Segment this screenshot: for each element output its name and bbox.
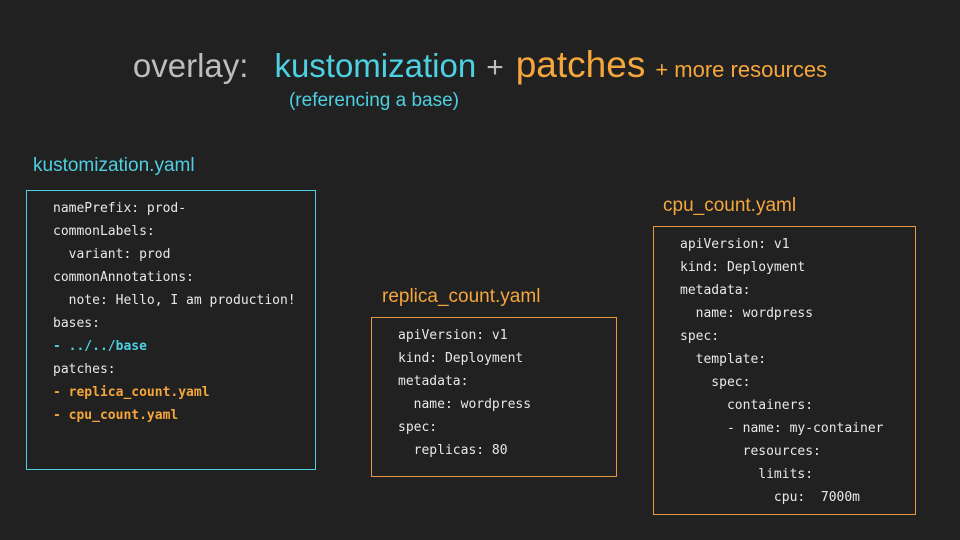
- code-line: template:: [680, 352, 767, 367]
- code-line-cpu-ref: - cpu_count.yaml: [53, 408, 179, 423]
- slide-title: overlay: kustomization + patches + more …: [0, 44, 960, 86]
- code-line: note: Hello, I am production!: [53, 293, 296, 308]
- code-line: kind: Deployment: [680, 260, 806, 275]
- code-line: name: wordpress: [398, 397, 532, 412]
- title-overlay: overlay:: [132, 47, 249, 84]
- code-line: cpu: 7000m: [680, 490, 861, 505]
- code-line: apiVersion: v1: [398, 328, 508, 343]
- code-line: metadata:: [680, 283, 751, 298]
- code-line: commonAnnotations:: [53, 270, 194, 285]
- title-more-resources: + more resources: [655, 57, 828, 82]
- code-line: commonLabels:: [53, 224, 155, 239]
- code-line: resources:: [680, 444, 821, 459]
- code-box-kustomization: namePrefix: prod- commonLabels: variant:…: [26, 190, 316, 470]
- code-line: kind: Deployment: [398, 351, 524, 366]
- title-subtitle: (referencing a base): [288, 90, 460, 111]
- code-line: name: wordpress: [680, 306, 814, 321]
- code-line: limits:: [680, 467, 814, 482]
- title-plus: +: [486, 51, 504, 84]
- title-patches: patches: [515, 44, 646, 85]
- code-line-replica-ref: - replica_count.yaml: [53, 385, 210, 400]
- code-line: patches:: [53, 362, 116, 377]
- title-kustomization: kustomization: [274, 47, 477, 84]
- code-line: spec:: [680, 375, 751, 390]
- code-line: containers:: [680, 398, 814, 413]
- code-box-cpu-count: apiVersion: v1 kind: Deployment metadata…: [653, 226, 916, 515]
- code-line: replicas: 80: [398, 443, 508, 458]
- code-line: bases:: [53, 316, 100, 331]
- code-line: spec:: [398, 420, 438, 435]
- code-line: - name: my-container: [680, 421, 884, 436]
- file-label-cpu-count: cpu_count.yaml: [663, 195, 797, 216]
- code-line: spec:: [680, 329, 720, 344]
- code-line: apiVersion: v1: [680, 237, 790, 252]
- code-line-base-ref: - ../../base: [53, 339, 147, 354]
- code-line: variant: prod: [53, 247, 171, 262]
- code-line: metadata:: [398, 374, 469, 389]
- file-label-kustomization: kustomization.yaml: [33, 155, 195, 176]
- file-label-replica-count: replica_count.yaml: [382, 286, 541, 307]
- code-line: namePrefix: prod-: [53, 201, 187, 216]
- code-box-replica-count: apiVersion: v1 kind: Deployment metadata…: [371, 317, 617, 477]
